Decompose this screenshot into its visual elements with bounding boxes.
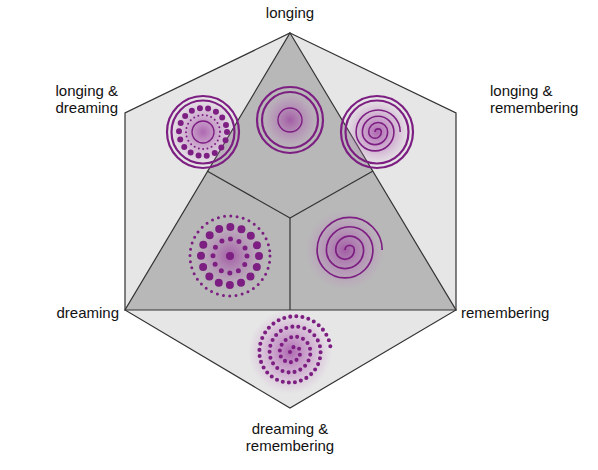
longing-symbol bbox=[257, 87, 323, 153]
vertex-label: dreaming bbox=[56, 304, 119, 321]
vertex-label: longing bbox=[266, 4, 314, 21]
vertex-label: remembering bbox=[461, 304, 549, 321]
vertex-label: dreaming & remembering bbox=[246, 420, 334, 454]
vertex-label: longing & dreaming bbox=[55, 82, 118, 116]
longing-remembering-symbol bbox=[341, 96, 413, 168]
longing-dreaming-symbol bbox=[167, 96, 239, 168]
dreaming-symbol bbox=[190, 216, 270, 296]
inner-triangle bbox=[125, 33, 456, 310]
remembering-symbol bbox=[305, 210, 385, 290]
vertex-label: longing & remembering bbox=[490, 82, 578, 116]
dreaming-remembering-symbol bbox=[248, 310, 332, 394]
outer-hexagon bbox=[125, 33, 456, 408]
